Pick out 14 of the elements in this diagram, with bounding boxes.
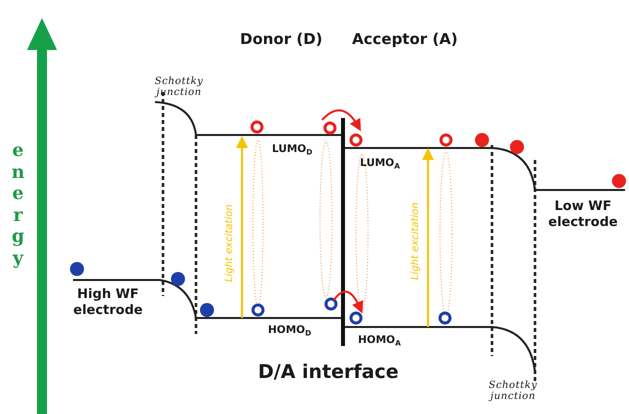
diagram-label: HOMO$_{D}$ xyxy=(268,325,312,338)
diagram-label: Donor (D) xyxy=(240,31,323,48)
diagram-label: Acceptor (A) xyxy=(352,31,458,48)
diagram-label: Light excitation xyxy=(224,204,235,282)
diagram-label: Schottky junction xyxy=(154,76,204,98)
axis-label: energy xyxy=(10,140,26,270)
diagram-label: Low WF electrode xyxy=(547,199,619,232)
diagram-label: LUMO$_{D}$ xyxy=(272,144,312,157)
diagram-label: LUMO$_{A}$ xyxy=(360,158,400,171)
diagram-label: HOMO$_{A}$ xyxy=(358,335,401,348)
diagram-label: D/A interface xyxy=(258,362,399,383)
diagram-label: Schottky junction xyxy=(488,380,538,402)
diagram-label: Light excitation xyxy=(410,202,421,280)
diagram-label: High WF electrode xyxy=(72,287,144,320)
